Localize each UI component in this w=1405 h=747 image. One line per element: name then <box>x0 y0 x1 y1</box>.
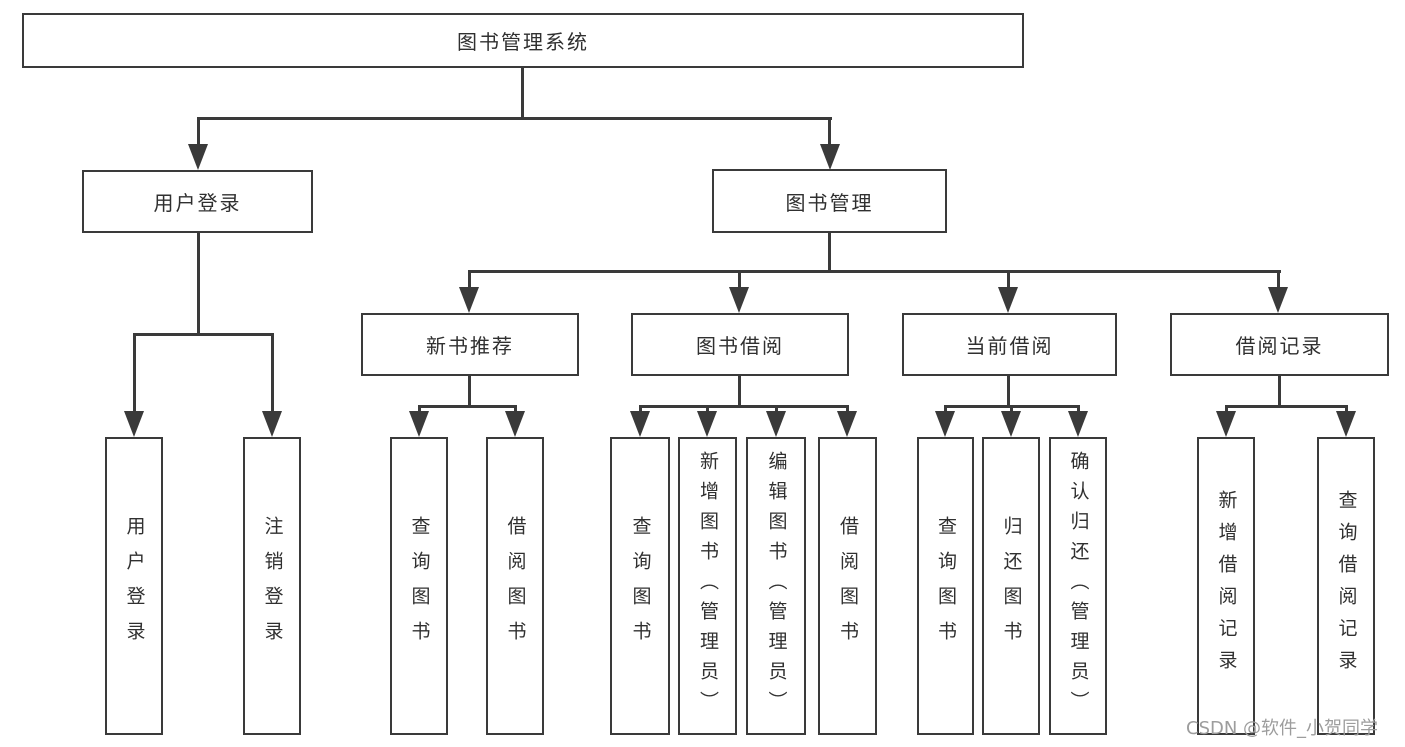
leaf-logout-login: 注销登录 <box>243 437 301 735</box>
arrow-down-icon <box>1216 411 1236 437</box>
connector-login-stem-2 <box>271 333 274 415</box>
connector-login-hbar <box>133 333 274 336</box>
leaf-borrow-books-1: 借阅图书 <box>486 437 544 735</box>
arrow-down-icon <box>124 411 144 437</box>
arrow-down-icon <box>1268 287 1288 313</box>
node-book-borrowing: 图书借阅 <box>631 313 849 376</box>
connector-login-stem <box>197 232 200 336</box>
arrow-down-icon <box>262 411 282 437</box>
connector-login-stem-1 <box>133 333 136 415</box>
node-label: 新增借阅记录 <box>1215 490 1238 682</box>
leaf-query-borrow-record: 查询借阅记录 <box>1317 437 1375 735</box>
node-label: 查询图书 <box>408 516 431 656</box>
node-user-login: 用户登录 <box>82 170 313 233</box>
node-label: 图书借阅 <box>696 334 784 358</box>
node-label: 确认归还（管理员） <box>1067 451 1090 721</box>
arrow-down-icon <box>409 411 429 437</box>
connector-root-right-stem <box>828 117 831 147</box>
arrow-down-icon <box>1336 411 1356 437</box>
node-label: 借阅图书 <box>837 516 859 656</box>
connector-g3-stem <box>738 376 741 408</box>
arrow-down-icon <box>188 144 208 170</box>
connector-g3-hbar <box>639 405 849 408</box>
connector-g5-hbar <box>1225 405 1348 408</box>
node-new-book-recommendation: 新书推荐 <box>361 313 579 376</box>
connector-g2-hbar <box>418 405 517 408</box>
leaf-confirm-return-admin: 确认归还（管理员） <box>1049 437 1107 735</box>
node-label: 新书推荐 <box>426 334 514 358</box>
node-label: 借阅图书 <box>504 516 527 656</box>
connector-root-left-stem <box>197 117 200 147</box>
node-label: 图书管理 <box>785 190 874 215</box>
node-label: 查询借阅记录 <box>1335 490 1358 682</box>
node-label: 新增图书（管理员） <box>697 451 719 721</box>
arrow-down-icon <box>820 144 840 170</box>
arrow-down-icon <box>630 411 650 437</box>
arrow-down-icon <box>729 287 749 313</box>
connector-mgmt-hbar <box>468 270 1281 273</box>
node-label: 编辑图书（管理员） <box>765 451 788 721</box>
leaf-edit-book-admin: 编辑图书（管理员） <box>746 437 806 735</box>
node-label: 图书管理系统 <box>457 30 589 54</box>
arrow-down-icon <box>1068 411 1088 437</box>
node-current-borrowing: 当前借阅 <box>902 313 1117 376</box>
arrow-down-icon <box>1001 411 1021 437</box>
node-label: 当前借阅 <box>965 334 1054 358</box>
node-label: 用户登录 <box>123 516 146 656</box>
arrow-down-icon <box>837 411 857 437</box>
connector-g5-stem <box>1278 376 1281 408</box>
arrow-down-icon <box>935 411 955 437</box>
leaf-user-login: 用户登录 <box>105 437 163 735</box>
node-label: 查询图书 <box>935 516 957 656</box>
connector-mgmt-stem <box>828 232 831 273</box>
arrow-down-icon <box>697 411 717 437</box>
node-library-management-system: 图书管理系统 <box>22 13 1024 68</box>
leaf-borrow-books-2: 借阅图书 <box>818 437 877 735</box>
connector-mgmt-stem-3 <box>1007 270 1010 290</box>
connector-mgmt-stem-2 <box>738 270 741 290</box>
node-label: 借阅记录 <box>1235 334 1324 358</box>
node-label: 注销登录 <box>261 516 284 656</box>
leaf-return-books: 归还图书 <box>982 437 1040 735</box>
leaf-add-borrow-record: 新增借阅记录 <box>1197 437 1255 735</box>
arrow-down-icon <box>505 411 525 437</box>
arrow-down-icon <box>766 411 786 437</box>
connector-mgmt-stem-1 <box>468 270 471 290</box>
node-label: 归还图书 <box>1000 516 1023 656</box>
arrow-down-icon <box>459 287 479 313</box>
leaf-query-books-3: 查询图书 <box>917 437 974 735</box>
leaf-add-book-admin: 新增图书（管理员） <box>678 437 737 735</box>
node-book-management: 图书管理 <box>712 169 947 233</box>
connector-mgmt-stem-4 <box>1277 270 1280 290</box>
arrow-down-icon <box>998 287 1018 313</box>
connector-g2-stem <box>468 376 471 408</box>
leaf-query-books-1: 查询图书 <box>390 437 448 735</box>
watermark: CSDN @软件_小贺同学 <box>1186 718 1379 739</box>
connector-root-stem <box>521 68 524 118</box>
node-label: 用户登录 <box>153 191 242 215</box>
connector-root-hbar <box>197 117 832 120</box>
node-borrowing-records: 借阅记录 <box>1170 313 1389 376</box>
connector-g4-stem <box>1007 376 1010 408</box>
leaf-query-books-2: 查询图书 <box>610 437 670 735</box>
node-label: 查询图书 <box>629 516 652 656</box>
